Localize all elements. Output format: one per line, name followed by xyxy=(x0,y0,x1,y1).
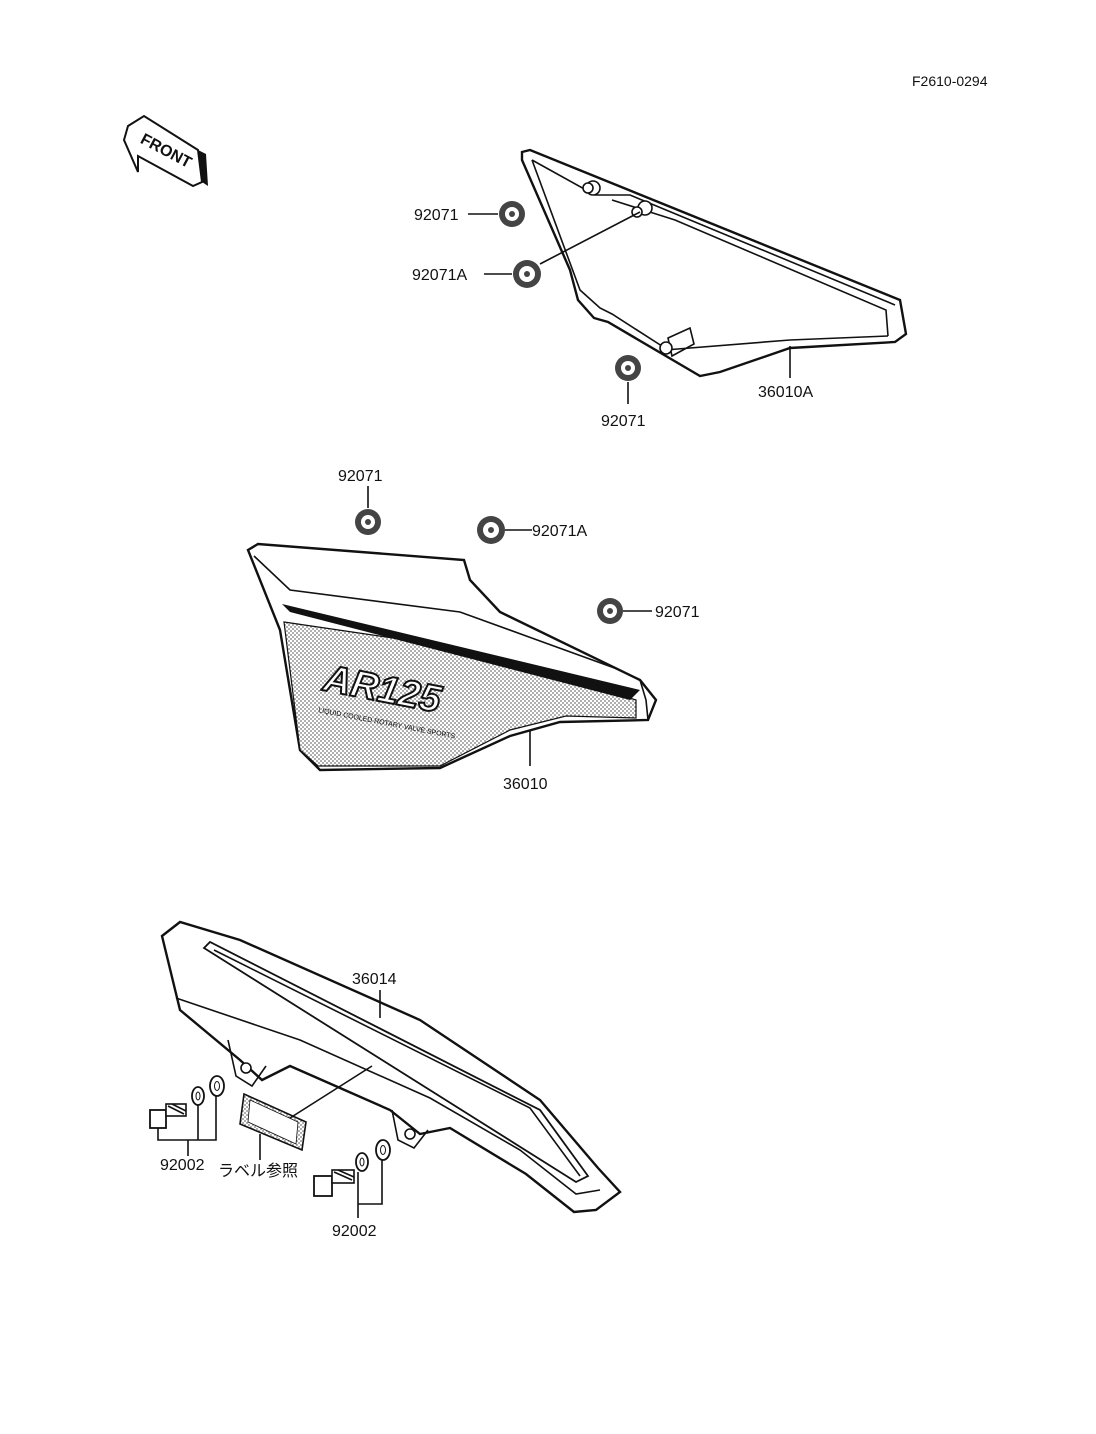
part-number-label: 92071 xyxy=(601,413,646,430)
grommet-92071-mid-left xyxy=(355,509,381,535)
part-number-label: 92071 xyxy=(338,468,383,485)
part-number-label: 92071 xyxy=(414,207,459,224)
label-plate xyxy=(239,1092,307,1152)
washer-left-2 xyxy=(209,1075,225,1097)
chain-guard xyxy=(160,920,622,1214)
grommet-92071a-top xyxy=(513,260,541,288)
grommet-92071-top xyxy=(499,201,525,227)
part-number-label: 36010A xyxy=(758,384,813,401)
part-number-label: 92071A xyxy=(532,523,587,540)
diagram-code: F2610-0294 xyxy=(912,73,988,89)
part-number-label: 92002 xyxy=(332,1223,377,1240)
washer-right-1 xyxy=(355,1152,369,1172)
front-arrow-icon: FRONT xyxy=(122,114,208,188)
part-number-label: 92071A xyxy=(412,267,467,284)
washer-left-1 xyxy=(191,1086,205,1106)
bolt-92002-left xyxy=(149,1103,187,1129)
side-cover-inner xyxy=(520,148,908,378)
label-reference: ラベル参照 xyxy=(218,1162,298,1180)
part-number-label: 92002 xyxy=(160,1157,205,1174)
part-number-label: 92071 xyxy=(655,604,700,621)
grommet-92071-mid-right xyxy=(597,598,623,624)
side-cover-outer: AR125 LIQUID COOLED ROTARY VALVE SPORTS xyxy=(246,542,658,772)
washer-right-2 xyxy=(375,1139,391,1161)
grommet-92071-top-bottom xyxy=(615,355,641,381)
part-number-label: 36014 xyxy=(352,971,397,988)
part-number-label: 36010 xyxy=(503,776,548,793)
grommet-92071a-mid xyxy=(477,516,505,544)
bolt-92002-right xyxy=(313,1169,355,1197)
